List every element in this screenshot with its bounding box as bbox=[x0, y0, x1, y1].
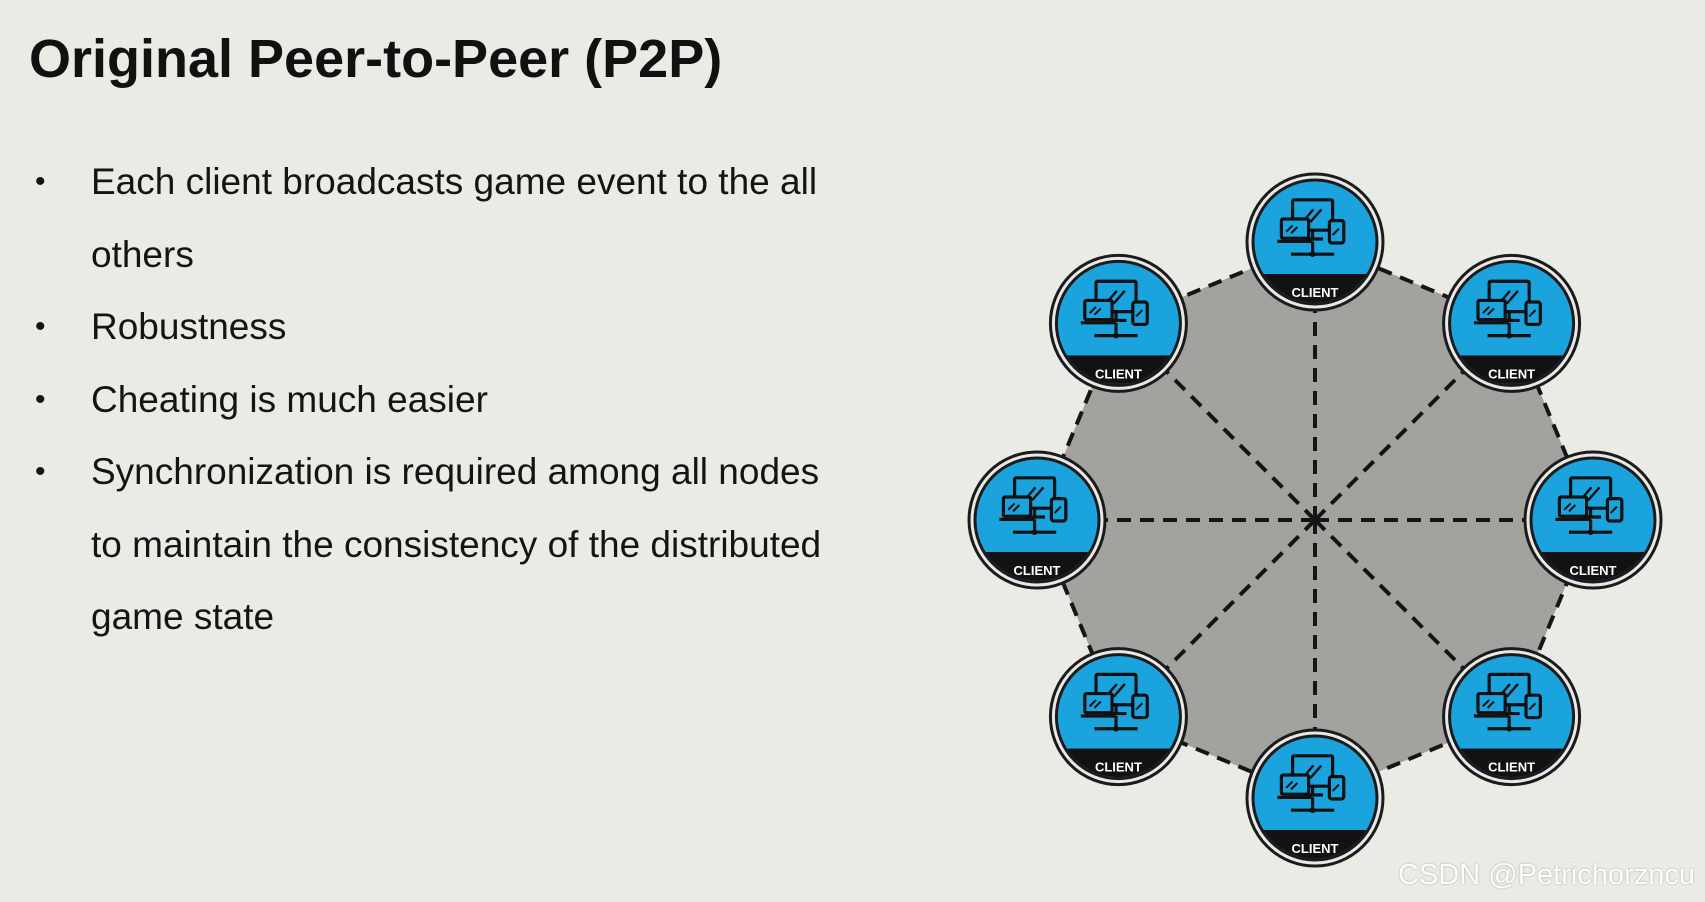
client-node: CLIENT bbox=[1442, 253, 1582, 393]
client-node-disc bbox=[1251, 734, 1379, 862]
bullet-dot-icon: • bbox=[35, 310, 46, 343]
client-label: CLIENT bbox=[1488, 366, 1535, 381]
client-node-disc bbox=[1054, 653, 1182, 781]
bullet-dot-icon: • bbox=[35, 382, 46, 416]
client-node: CLIENT bbox=[1048, 647, 1188, 787]
bullet-item: • Each client broadcasts game event to t… bbox=[29, 146, 909, 291]
client-node-disc bbox=[1448, 653, 1576, 781]
client-node-disc bbox=[1448, 259, 1576, 387]
bullet-line: Cheating is much easier bbox=[91, 378, 488, 420]
bullet-line: Each client broadcasts game event to the… bbox=[91, 161, 818, 202]
client-node: CLIENT bbox=[1245, 172, 1385, 312]
client-nodes: CLIENT CLIENT CLIENT CLIENT CLIENT CLIENT CLIE… bbox=[967, 172, 1663, 868]
bullet-item: • Synchronization is required among all … bbox=[29, 436, 909, 654]
client-label: CLIENT bbox=[1570, 563, 1617, 578]
client-label: CLIENT bbox=[1292, 841, 1339, 856]
bullet-line: to maintain the consistency of the distr… bbox=[91, 523, 822, 565]
client-node: CLIENT bbox=[1523, 450, 1663, 590]
client-node-disc bbox=[1054, 259, 1182, 387]
client-label: CLIENT bbox=[1095, 760, 1142, 775]
client-node-disc bbox=[1529, 456, 1657, 584]
p2p-network-diagram: CLIENT CLIENT CLIENT CLIENT CLIENT CLIENT CLIE… bbox=[967, 172, 1663, 868]
watermark: CSDN @Petrichorzncu bbox=[1398, 859, 1695, 891]
bullet-line: others bbox=[91, 233, 194, 275]
client-node-disc bbox=[1251, 178, 1379, 306]
bullet-item: • Robustness bbox=[29, 291, 909, 364]
bullet-dot-icon: • bbox=[35, 455, 46, 488]
client-label: CLIENT bbox=[1292, 285, 1339, 300]
client-node: CLIENT bbox=[1442, 647, 1582, 787]
bullet-item: • Cheating is much easier bbox=[29, 364, 909, 437]
client-node: CLIENT bbox=[1245, 728, 1385, 868]
client-label: CLIENT bbox=[1488, 760, 1535, 775]
bullet-line: game state bbox=[91, 596, 275, 637]
client-label: CLIENT bbox=[1014, 563, 1061, 578]
client-label: CLIENT bbox=[1095, 366, 1142, 381]
bullet-line: Robustness bbox=[91, 306, 287, 347]
bullet-dot-icon: • bbox=[35, 165, 46, 198]
client-node: CLIENT bbox=[1048, 253, 1188, 393]
bullet-list: • Each client broadcasts game event to t… bbox=[29, 146, 909, 654]
client-node-disc bbox=[973, 456, 1101, 584]
slide-title: Original Peer-to-Peer (P2P) bbox=[29, 29, 723, 89]
bullet-line: Synchronization is required among all no… bbox=[91, 451, 820, 492]
client-node: CLIENT bbox=[967, 450, 1107, 590]
